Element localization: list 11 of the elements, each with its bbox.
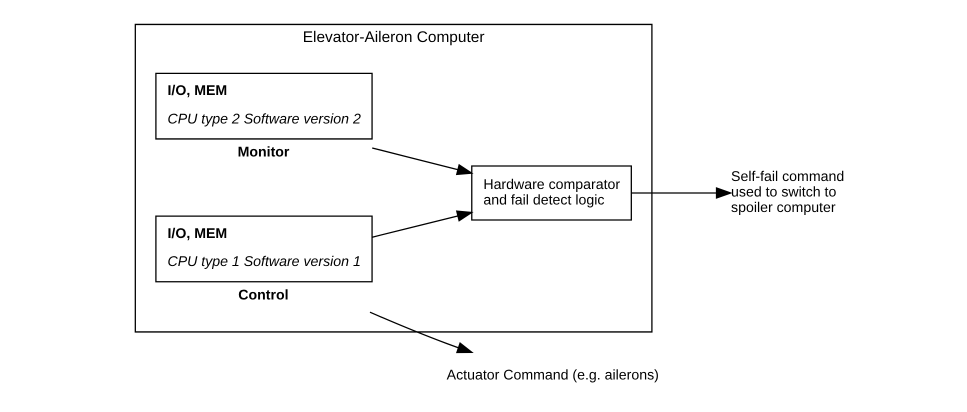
arrow <box>630 186 732 198</box>
arrow <box>372 210 474 238</box>
node-box: Hardware comparator and fail detect logic <box>470 164 632 220</box>
arrow <box>369 311 474 353</box>
node-text: Actuator Command (e.g. ailerons) <box>446 366 658 382</box>
node-label: Control <box>238 286 288 302</box>
arrow <box>372 146 474 175</box>
node-label: Monitor <box>237 143 289 160</box>
node-box: I/O, MEM CPU type 2 Software version 2 <box>154 72 372 140</box>
node-text: Self-fail command used to switch to spoiler computer <box>730 168 844 215</box>
node-box: I/O, MEM CPU type 1 Software version 1 <box>154 215 372 282</box>
